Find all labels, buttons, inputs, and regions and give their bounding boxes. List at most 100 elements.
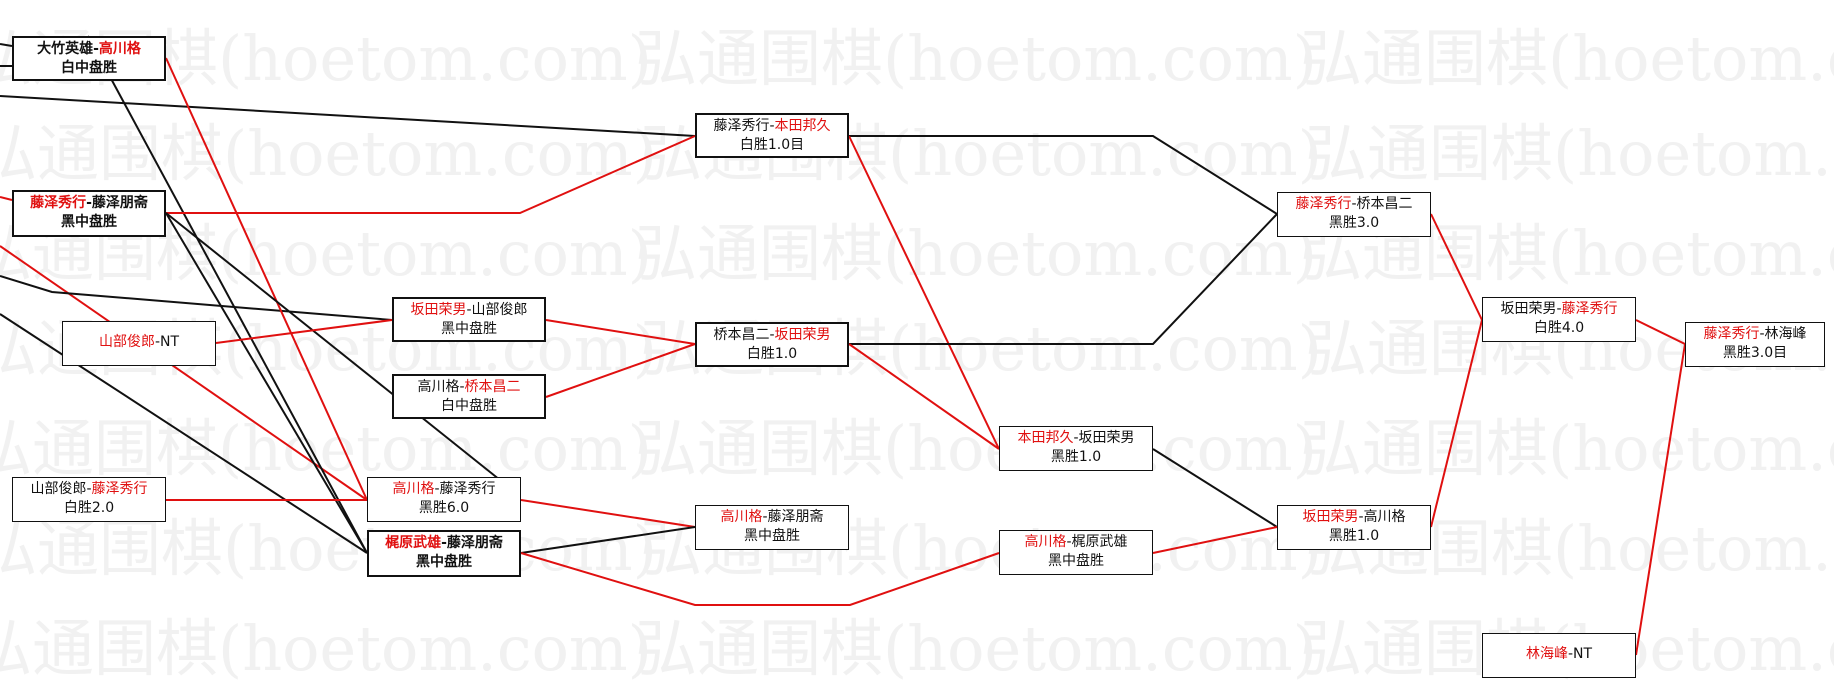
link-g6-g10 [545,343,696,398]
game-node-g15[interactable]: 坂田荣男-高川格黑胜1.0 [1277,505,1431,550]
game-result: 黑胜6.0 [418,500,470,516]
player-white: 藤泽秀行 [91,481,148,497]
player-white: NT [160,334,180,350]
player-black: 梶原武雄 [385,535,442,551]
game-players: 山部俊郎-NT [63,333,215,352]
game-players: 大竹英雄-高川格 [14,40,164,59]
game-node-g10[interactable]: 桥本昌二-坂田荣男白胜1.0 [695,322,849,367]
player-separator: - [1759,326,1765,342]
game-result: 黑中盘胜 [416,554,472,570]
player-white: 本田邦久 [774,118,831,134]
link-g9-g14 [849,135,1278,215]
player-white: 藤泽朋斋 [91,195,148,211]
game-players: 藤泽秀行-本田邦久 [697,117,847,136]
link-g2-g11 [165,212,501,481]
game-node-g1[interactable]: 大竹英雄-高川格白中盘胜 [12,36,166,81]
player-black: 高川格 [720,509,763,525]
game-node-g18[interactable]: 藤泽秀行-林海峰黑胜3.0目 [1685,322,1825,367]
player-white: 藤泽朋斋 [446,535,503,551]
game-node-g4[interactable]: 山部俊郎-藤泽秀行白胜2.0 [12,477,166,522]
link-g14-g16 [1430,213,1483,321]
player-white: NT [1573,646,1593,662]
player-separator: - [769,327,775,343]
game-node-g6[interactable]: 高川格-桥本昌二白中盘胜 [392,374,546,419]
player-separator: - [434,481,440,497]
link-g5-g10 [545,319,696,345]
game-players: 藤泽秀行-林海峰 [1686,325,1824,344]
game-node-g17[interactable]: 林海峰-NT [1482,633,1636,678]
player-black: 林海峰 [1525,646,1568,662]
game-players: 藤泽秀行-藤泽朋斋 [14,194,164,213]
link-offscreen-7 [0,313,368,554]
link-offscreen-6 [0,275,393,321]
player-black: 藤泽秀行 [1703,326,1760,342]
link-g15-g16 [1430,319,1483,528]
game-result: 白胜1.0目 [739,137,805,153]
player-black: 坂田荣男 [410,302,467,318]
game-node-g2[interactable]: 藤泽秀行-藤泽朋斋黑中盘胜 [12,190,166,237]
player-separator: - [86,195,92,211]
link-g8-g11 [520,526,696,554]
player-separator: - [441,535,447,551]
game-result: 黑中盘胜 [61,214,117,230]
player-white: 梶原武雄 [1071,534,1128,550]
link-g9-g12 [848,135,1000,450]
link-g12-g15 [1152,448,1278,528]
player-white: 坂田荣男 [1078,430,1135,446]
player-black: 藤泽秀行 [30,195,87,211]
game-result: 白胜2.0 [63,500,115,516]
game-node-g9[interactable]: 藤泽秀行-本田邦久白胜1.0目 [695,113,849,158]
link-g7-g11 [520,499,696,528]
game-result: 白中盘胜 [61,60,117,76]
game-node-g12[interactable]: 本田邦久-坂田荣男黑胜1.0 [999,426,1153,471]
link-g10-g14 [849,213,1278,345]
game-result: 白胜1.0 [746,346,798,362]
player-black: 桥本昌二 [713,327,770,343]
game-players: 藤泽秀行-桥本昌二 [1278,195,1430,214]
player-separator: - [154,334,161,350]
game-node-g8[interactable]: 梶原武雄-藤泽朋斋黑中盘胜 [367,530,521,577]
game-node-g13[interactable]: 高川格-梶原武雄黑中盘胜 [999,530,1153,575]
player-separator: - [1073,430,1079,446]
game-players: 高川格-藤泽朋斋 [696,508,848,527]
game-players: 坂田荣男-高川格 [1278,508,1430,527]
game-result: 白中盘胜 [441,398,497,414]
game-result: 黑中盘胜 [1048,553,1104,569]
game-result: 黑胜3.0目 [1722,345,1788,361]
player-separator: - [466,302,472,318]
game-players: 桥本昌二-坂田荣男 [697,326,847,345]
link-offscreen-1 [0,43,13,47]
game-players: 坂田荣男-藤泽秀行 [1483,300,1635,319]
player-white: 坂田荣男 [774,327,831,343]
player-white: 山部俊郎 [471,302,528,318]
link-g1-g8 [87,35,368,554]
game-result: 黑胜1.0 [1328,528,1380,544]
player-black: 坂田荣男 [1302,509,1359,525]
link-offscreen-4 [0,196,13,201]
player-separator: - [769,118,775,134]
player-black: 高川格 [1024,534,1067,550]
player-black: 山部俊郎 [98,334,155,350]
game-node-g3[interactable]: 山部俊郎-NT [62,321,216,366]
player-separator: - [459,379,465,395]
game-players: 坂田荣男-山部俊郎 [394,301,544,320]
game-node-g16[interactable]: 坂田荣男-藤泽秀行白胜4.0 [1482,297,1636,342]
player-separator: - [93,41,99,57]
game-node-g7[interactable]: 高川格-藤泽秀行黑胜6.0 [367,477,521,522]
player-black: 藤泽秀行 [713,118,770,134]
player-black: 坂田荣男 [1500,301,1557,317]
player-white: 高川格 [1363,509,1406,525]
game-node-g5[interactable]: 坂田荣男-山部俊郎黑中盘胜 [392,297,546,342]
game-players: 高川格-梶原武雄 [1000,533,1152,552]
player-separator: - [762,509,768,525]
link-g17-g18 [1635,343,1686,656]
player-black: 藤泽秀行 [1295,196,1352,212]
game-players: 本田邦久-坂田荣男 [1000,429,1152,448]
link-g2-g9 [166,135,696,214]
game-node-g14[interactable]: 藤泽秀行-桥本昌二黑胜3.0 [1277,192,1431,237]
player-white: 林海峰 [1764,326,1807,342]
game-result: 黑中盘胜 [744,528,800,544]
player-black: 本田邦久 [1017,430,1074,446]
game-node-g11[interactable]: 高川格-藤泽朋斋黑中盘胜 [695,505,849,550]
